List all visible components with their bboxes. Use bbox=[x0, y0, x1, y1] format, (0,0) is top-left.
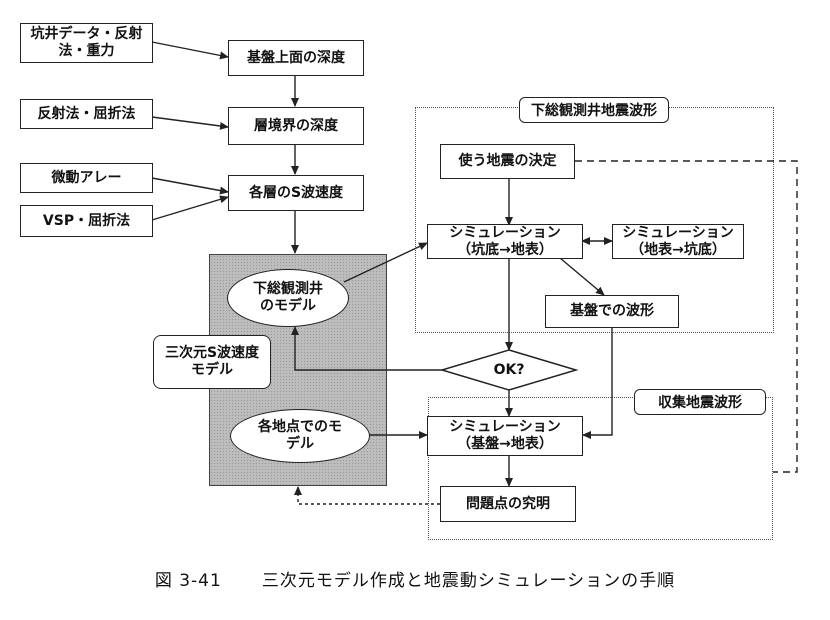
edge-hakei-sim bbox=[582, 327, 613, 439]
edge-bido-s bbox=[151, 177, 229, 195]
group-shushu-frame bbox=[428, 397, 773, 540]
edge-mondai-panel bbox=[294, 486, 440, 505]
node-tsukau-jishin: 使う地震の決定 bbox=[440, 144, 575, 179]
node-kosei: 坑井データ・反射 法・重力 bbox=[20, 23, 153, 63]
node-sim-kiban: シミュレーション （基盤→地表） bbox=[427, 416, 583, 456]
node-sanjigen: 三次元S波速度 モデル bbox=[153, 335, 271, 389]
node-kiban-hakei: 基盤での波形 bbox=[545, 295, 679, 328]
edge-ok-model bbox=[291, 326, 442, 371]
edge-hansha-sokyo bbox=[151, 116, 229, 130]
node-kiban-depth: 基盤上面の深度 bbox=[228, 40, 364, 76]
node-ok: OK? bbox=[493, 362, 525, 378]
group-shimofusa-title: 下総観測井地震波形 bbox=[519, 97, 669, 123]
edge-model-sim bbox=[343, 242, 428, 283]
node-vsp: VSP・屈折法 bbox=[20, 205, 153, 237]
figure-caption: 図 3-41 三次元モデル作成と地震動シミュレーションの手順 bbox=[0, 566, 830, 591]
edge-sim-kiban bbox=[559, 257, 605, 296]
edge-vsp-s bbox=[151, 195, 229, 221]
node-sim-chihyo: シミュレーション （地表→坑底） bbox=[612, 224, 744, 259]
node-shimofusa-model: 下総観測井 のモデル bbox=[227, 269, 349, 327]
node-kakuchiten-model: 各地点でのモ デル bbox=[230, 409, 370, 463]
node-bido: 微動アレー bbox=[20, 163, 153, 193]
figure-caption-text: 三次元モデル作成と地震動シミュレーションの手順 bbox=[261, 571, 676, 591]
edge-kosei-kiban bbox=[151, 41, 229, 60]
node-sokyo-depth: 層境界の深度 bbox=[228, 107, 364, 145]
figure-number: 図 3-41 bbox=[154, 571, 222, 591]
node-mondai: 問題点の究明 bbox=[440, 486, 576, 522]
node-hansha: 反射法・屈折法 bbox=[20, 99, 153, 129]
ok-diamond bbox=[439, 349, 579, 391]
node-s-velocity: 各層のS波速度 bbox=[228, 175, 364, 211]
group-shushu-title: 収集地震波形 bbox=[634, 389, 766, 415]
edge-tsukau-shushu bbox=[575, 160, 798, 473]
node-sim-kotei: シミュレーション （坑底→地表） bbox=[427, 224, 583, 259]
